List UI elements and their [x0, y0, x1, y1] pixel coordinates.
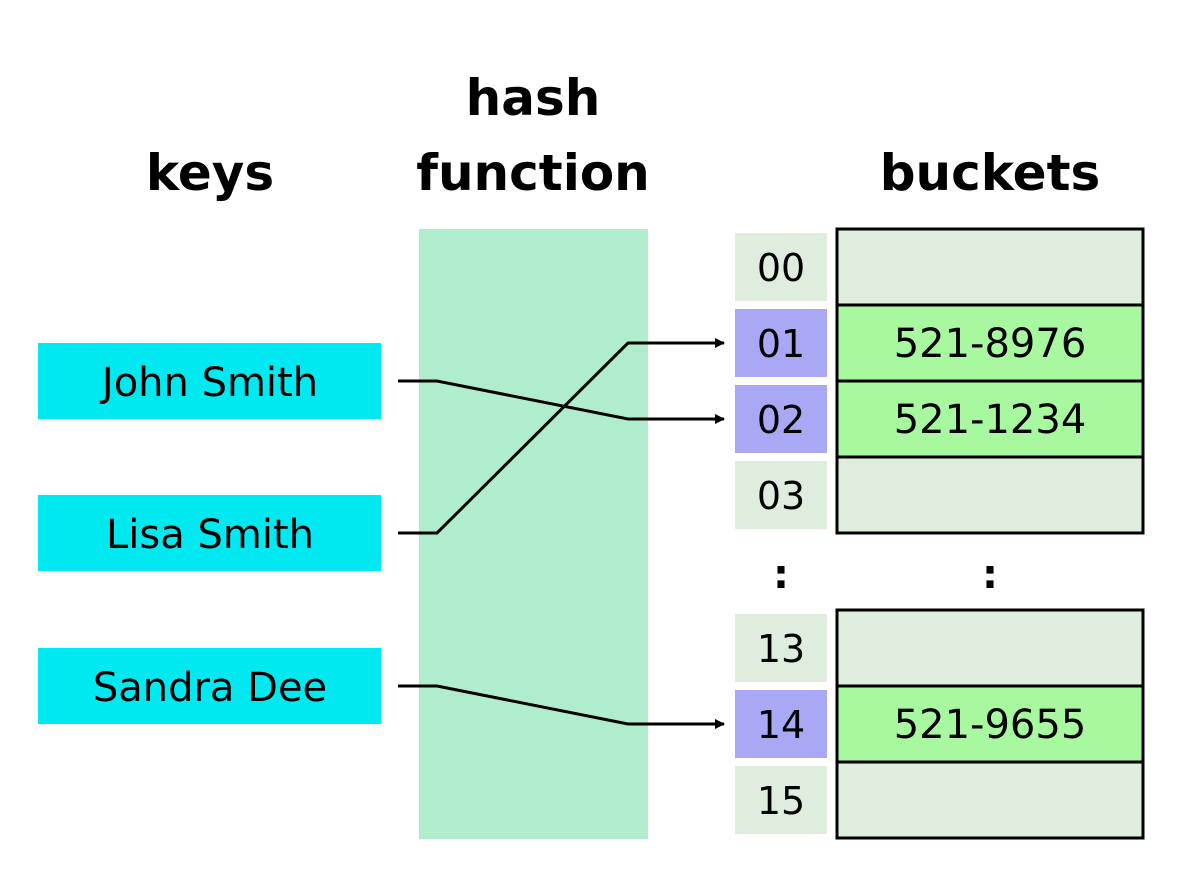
key-box: [38, 495, 381, 571]
bucket-group-top: 00 01 521-8976 02 521-1234 03: [735, 227, 1145, 535]
bucket-index-label: 02: [757, 398, 805, 442]
bucket-slot: [835, 608, 1145, 688]
bucket-slot: [835, 379, 1145, 459]
bucket-row-03: 03: [735, 455, 1145, 535]
bucket-index-box: [735, 385, 827, 453]
bucket-group-bottom: 13 14 521-9655 15: [735, 608, 1145, 840]
bucket-index-box: [735, 461, 827, 529]
bucket-index-label: 01: [757, 322, 805, 366]
arrow-john-smith-to-02: [398, 379, 725, 424]
bucket-row-01: 01 521-8976: [735, 303, 1145, 383]
key-box: [38, 343, 381, 419]
key-box: [38, 648, 381, 724]
key-sandra-dee: Sandra Dee: [38, 648, 381, 724]
bucket-row-14: 14 521-9655: [735, 684, 1145, 764]
bucket-index-label: 03: [757, 474, 805, 518]
bucket-index-label: 13: [757, 627, 805, 671]
arrow-lisa-smith-to-01: [398, 338, 725, 535]
bucket-slot: [835, 760, 1145, 840]
bucket-value: 521-1234: [894, 397, 1087, 443]
bucket-index-label: 00: [757, 246, 805, 290]
bucket-row-00: 00: [735, 227, 1145, 307]
bucket-ellipsis: :: [982, 552, 998, 598]
mapping-arrows: [398, 338, 725, 729]
arrow-sandra-dee-to-14: [398, 684, 725, 729]
key-label: Lisa Smith: [106, 512, 314, 558]
bucket-index-label: 15: [757, 779, 805, 823]
bucket-index-label: 14: [757, 703, 805, 747]
bucket-slot: [835, 684, 1145, 764]
bucket-row-15: 15: [735, 760, 1145, 840]
key-label: John Smith: [99, 360, 318, 406]
bucket-slot: [835, 455, 1145, 535]
bucket-index-box: [735, 766, 827, 834]
hash-function-header-line2: function: [416, 144, 650, 202]
bucket-value: 521-8976: [894, 321, 1087, 367]
hash-function-band: [419, 229, 648, 839]
bucket-row-13: 13: [735, 608, 1145, 688]
key-list: John Smith Lisa Smith Sandra Dee: [38, 343, 381, 724]
hash-function-header-line1: hash: [466, 69, 601, 127]
bucket-slot: [835, 227, 1145, 307]
key-john-smith: John Smith: [38, 343, 381, 419]
bucket-index-box: [735, 233, 827, 301]
key-label: Sandra Dee: [93, 665, 327, 711]
bucket-row-02: 02 521-1234: [735, 379, 1145, 459]
index-ellipsis: :: [773, 552, 789, 598]
buckets-header: buckets: [880, 144, 1101, 202]
bucket-slot: [835, 303, 1145, 383]
key-lisa-smith: Lisa Smith: [38, 495, 381, 571]
bucket-index-box: [735, 690, 827, 758]
bucket-value: 521-9655: [894, 702, 1087, 748]
bucket-index-box: [735, 309, 827, 377]
keys-header: keys: [146, 144, 274, 202]
bucket-index-box: [735, 614, 827, 682]
